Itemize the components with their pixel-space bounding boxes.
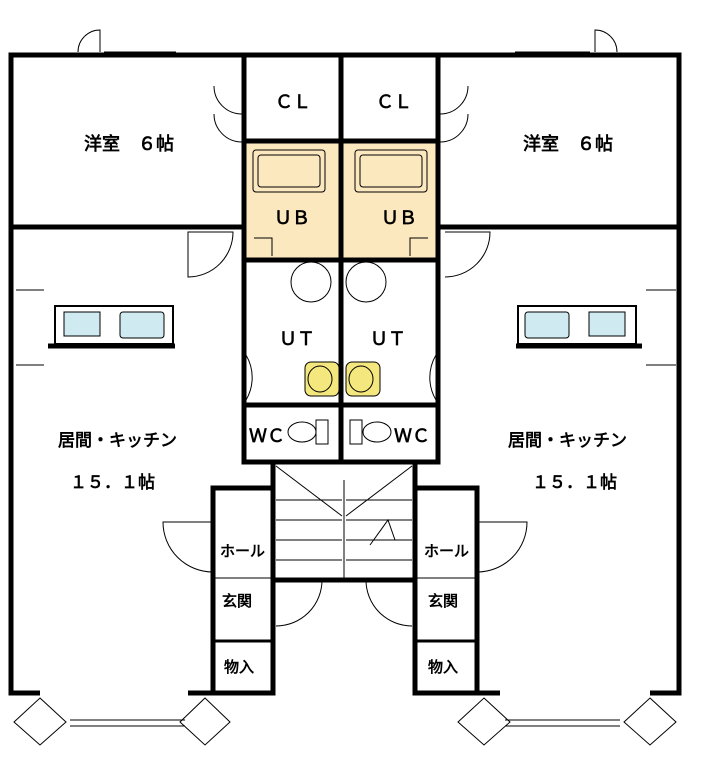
right-entrance-label: 玄関 <box>428 592 458 610</box>
right-door-arcs <box>365 85 528 627</box>
left-bath-label: ＵＢ <box>274 208 310 229</box>
left-entrance-label: 玄関 <box>222 592 252 610</box>
left-unit <box>8 29 387 746</box>
right-living-size-label: １５．１帖 <box>532 472 617 493</box>
staircase <box>270 459 418 583</box>
right-toilet-fixture <box>349 419 392 445</box>
right-utility-label: ＵＴ <box>370 329 406 350</box>
left-sink-bowl <box>307 365 333 393</box>
right-unit <box>338 29 682 746</box>
left-washer-1 <box>290 261 332 303</box>
left-closet-label: ＣＬ <box>275 92 311 113</box>
left-living-outline <box>8 227 40 696</box>
right-bathtub <box>354 149 428 193</box>
left-western-room-label: 洋室 ６帖 <box>84 133 174 155</box>
left-toilet-fixture <box>287 419 329 445</box>
right-living-label: 居間・キッチン <box>508 431 627 451</box>
left-bathtub <box>252 149 326 193</box>
left-toilet-label: ＷＣ <box>249 426 285 447</box>
right-entry-strip <box>412 485 480 696</box>
right-toilet-label: ＷＣ <box>394 426 430 447</box>
left-living-label: 居間・キッチン <box>58 431 177 451</box>
left-hall-label: ホール <box>220 542 265 560</box>
right-toilet-room <box>338 402 441 465</box>
left-washer-2 <box>345 261 387 303</box>
right-bathtub-inner <box>359 154 423 188</box>
left-living-size-label: １５．１帖 <box>70 472 155 493</box>
right-stove <box>588 311 626 337</box>
left-entry-strip <box>210 485 276 696</box>
left-stove <box>63 311 101 337</box>
right-sink-bowl <box>348 365 374 393</box>
left-door-arcs <box>162 85 323 627</box>
left-storage-label: 物入 <box>224 658 254 676</box>
right-bath-label: ＵＢ <box>381 208 417 229</box>
right-hall-label: ホール <box>424 542 469 560</box>
right-living-outline <box>650 227 682 696</box>
left-utility-label: ＵＴ <box>279 329 315 350</box>
left-kitchen-sink <box>119 311 165 339</box>
right-kitchen-sink <box>524 311 570 339</box>
right-windows <box>457 29 677 746</box>
right-closet-label: ＣＬ <box>376 92 412 113</box>
right-western-room-label: 洋室 ６帖 <box>523 133 613 155</box>
left-bathtub-inner <box>257 154 321 188</box>
right-storage-label: 物入 <box>428 658 458 676</box>
left-windows <box>13 29 231 746</box>
